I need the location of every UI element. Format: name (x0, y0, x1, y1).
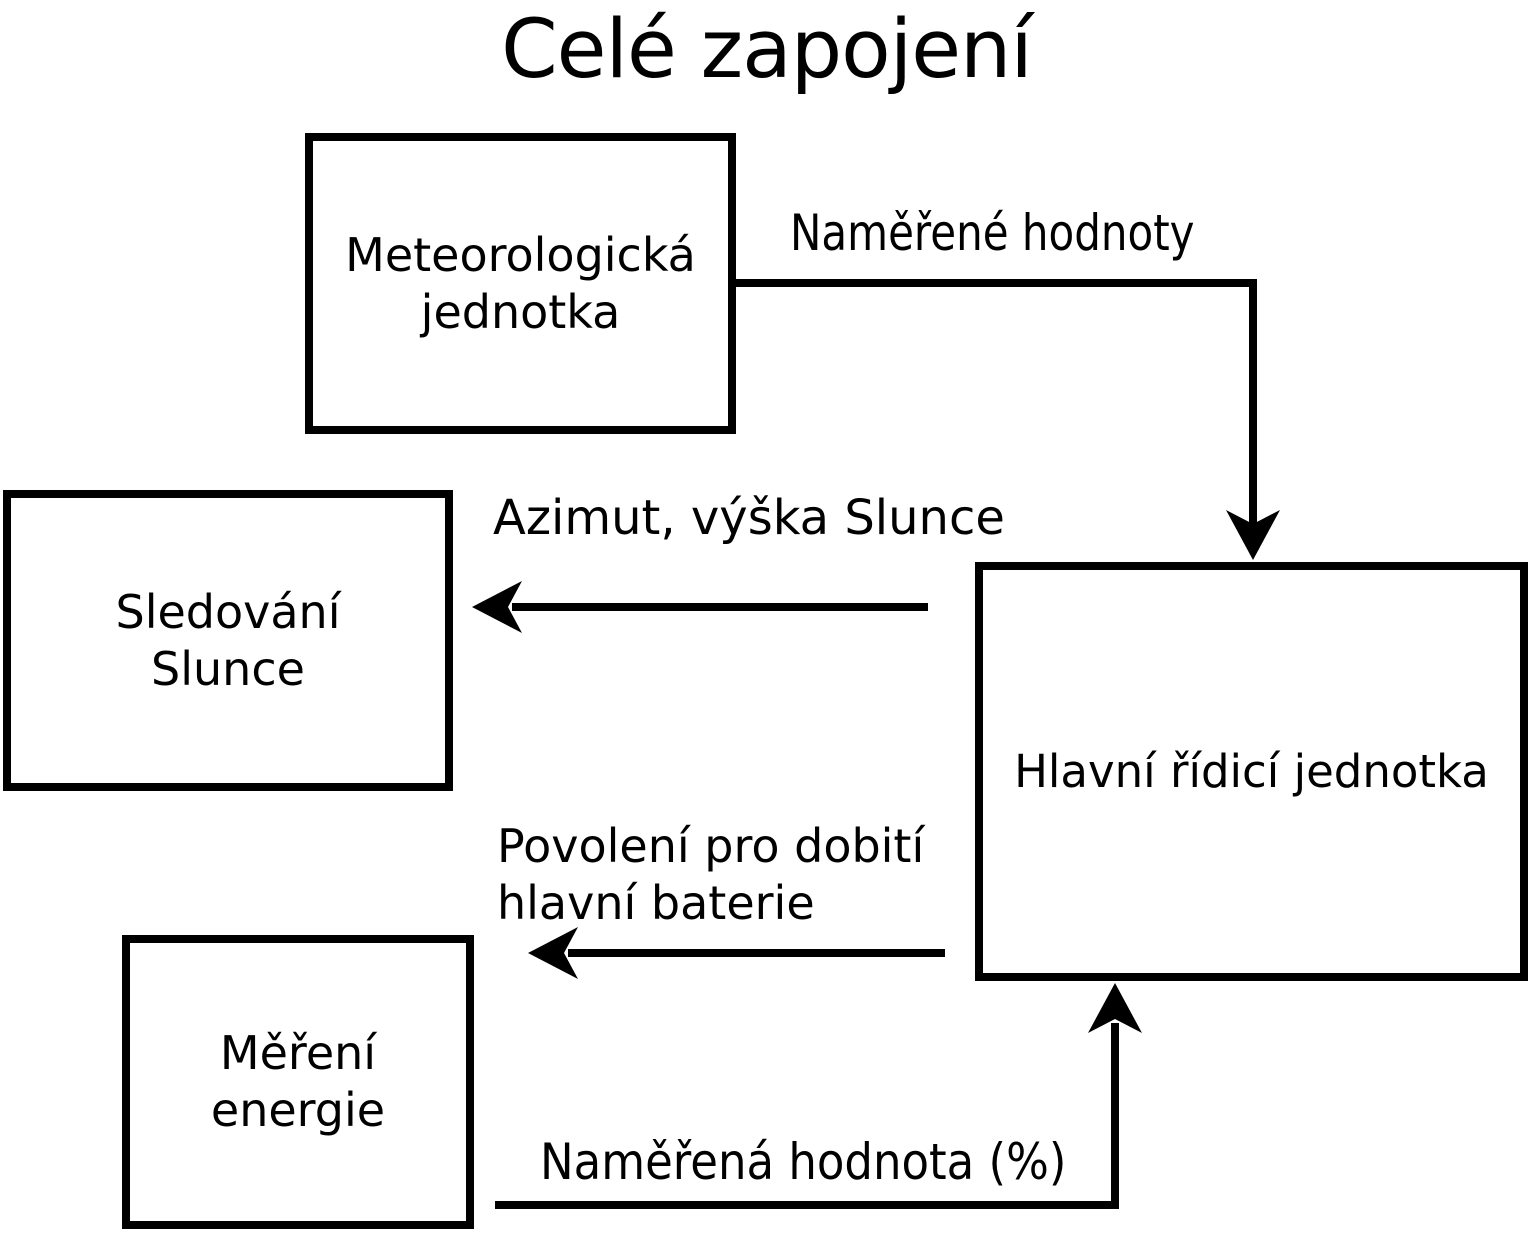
label-measured-values: Naměřené hodnoty (790, 204, 1195, 262)
arrowhead-down-icon (1226, 510, 1280, 560)
arrow-measured-values (735, 279, 1280, 560)
arrowhead-up-icon (1088, 983, 1142, 1033)
box-main-control-unit: Hlavní řídicí jednotka (975, 562, 1528, 981)
label-charge-permission: Povolení pro dobití hlavní baterie (497, 818, 924, 932)
box-meteorological-unit-label-line2: jednotka (420, 284, 621, 339)
box-meteorological-unit: Meteorologická jednotka (305, 133, 736, 434)
label-charge-permission-line2: hlavní baterie (497, 876, 815, 930)
label-charge-permission-line1: Povolení pro dobití (497, 819, 925, 873)
box-main-control-unit-label: Hlavní řídicí jednotka (1014, 745, 1489, 798)
box-energy-measurement-label-line1: Měření (219, 1026, 377, 1080)
label-azimuth-sun-height: Azimut, výška Slunce (493, 490, 1005, 546)
arrowhead-left-icon (528, 927, 578, 979)
box-energy-measurement-label-line2: energie (210, 1083, 386, 1137)
arrow-azimuth (472, 581, 928, 633)
box-sun-tracking-label-line2: Slunce (151, 641, 305, 696)
box-sun-tracking: Sledování Slunce (3, 490, 453, 791)
box-sun-tracking-label-line1: Sledování (115, 584, 341, 639)
arrow-charge-permission (528, 927, 945, 979)
box-energy-measurement: Měření energie (122, 935, 474, 1229)
page-title: Celé zapojení (501, 3, 1033, 97)
arrowhead-left-icon (472, 581, 522, 633)
arrow-measured-percentage (495, 983, 1142, 1209)
label-measured-percentage: Naměřená hodnota (%) (540, 1133, 1067, 1191)
box-meteorological-unit-label-line1: Meteorologická (345, 227, 696, 282)
